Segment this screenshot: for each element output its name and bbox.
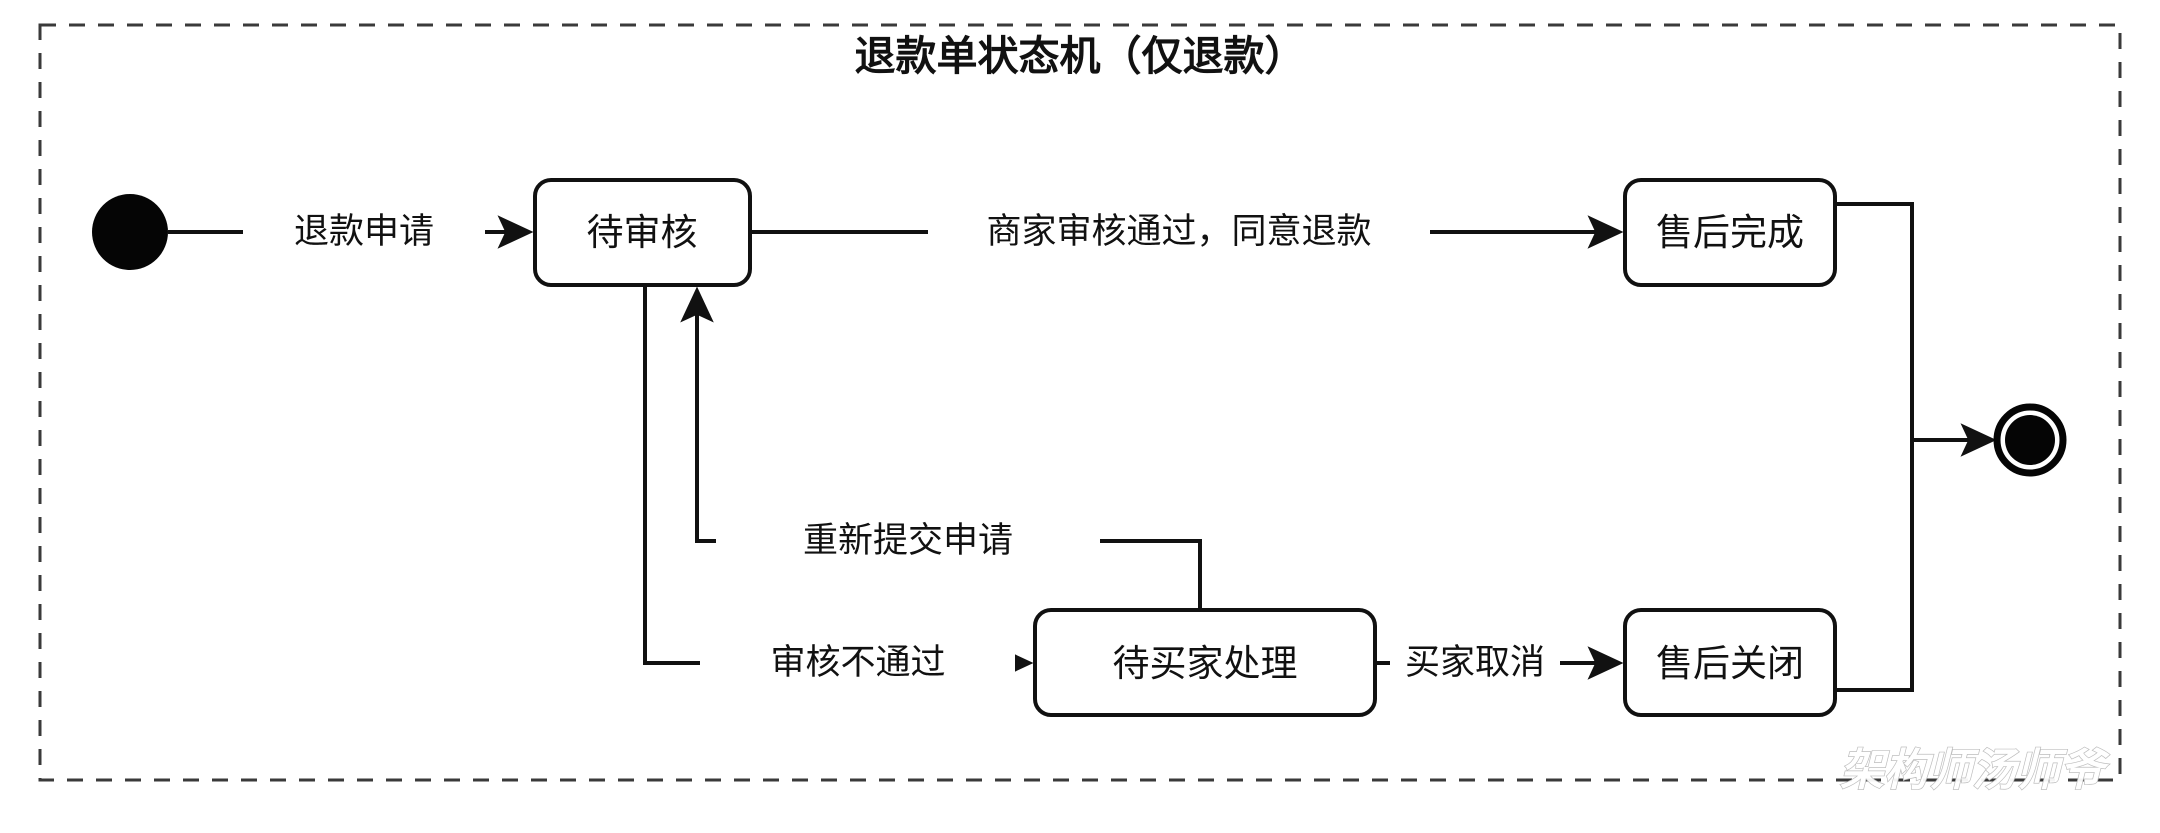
transition-review-rejected: 审核不通过 xyxy=(643,285,1034,684)
state-aftersale-done[interactable]: 售后完成 xyxy=(1623,178,1837,287)
state-pending-review[interactable]: 待审核 xyxy=(533,178,752,287)
transition-merchant-approved: 商家审核通过，同意退款 xyxy=(750,211,1624,253)
transition-refund-request: 退款申请 xyxy=(168,211,534,253)
start-node xyxy=(92,194,168,270)
transition-label-review-rejected: 审核不通过 xyxy=(770,643,945,682)
transition-label-buyer-cancel: 买家取消 xyxy=(1405,643,1545,682)
transition-buyer-cancel: 买家取消 xyxy=(1375,642,1624,684)
transition-label-merchant-approved: 商家审核通过，同意退款 xyxy=(986,212,1371,251)
transition-done-to-end xyxy=(1835,202,1914,440)
state-label-pending-buyer: 待买家处理 xyxy=(1113,643,1298,684)
transition-closed-to-end xyxy=(1835,440,1914,692)
end-node xyxy=(1993,403,2067,477)
state-aftersale-closed[interactable]: 售后关闭 xyxy=(1623,608,1837,717)
transition-label-refund-request: 退款申请 xyxy=(294,212,434,251)
transition-resubmit-request: 重新提交申请 xyxy=(680,286,1202,610)
state-label-pending-review: 待审核 xyxy=(587,212,698,253)
page-title: 退款单状态机（仅退款） xyxy=(855,33,1306,79)
watermark: 架构师汤师爷 xyxy=(1840,746,2110,795)
state-label-aftersale-done: 售后完成 xyxy=(1656,212,1804,253)
state-pending-buyer[interactable]: 待买家处理 xyxy=(1033,608,1377,717)
transition-label-resubmit-request: 重新提交申请 xyxy=(803,521,1013,560)
diagram-frame xyxy=(38,23,2122,782)
state-label-aftersale-closed: 售后关闭 xyxy=(1656,643,1804,684)
